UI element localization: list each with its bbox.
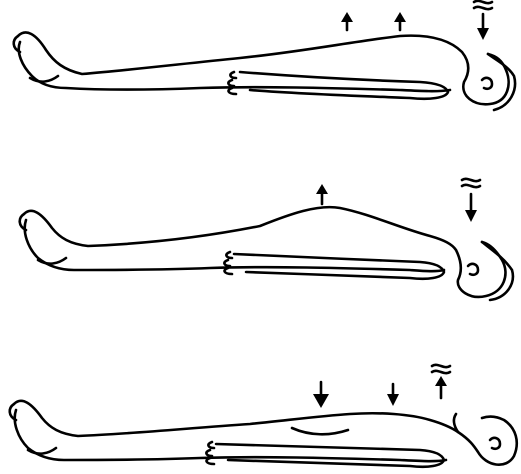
panel-3-arrows [313, 365, 450, 408]
panel-3-belly-dip [292, 428, 348, 434]
panel-1-ear [482, 78, 492, 89]
panel-2-body-outline [24, 207, 505, 297]
panel-3-figure [10, 401, 517, 467]
arrow-up-icon [316, 184, 328, 204]
panel-2-ear [468, 264, 478, 275]
arrow-up-icon [435, 376, 447, 398]
arrow-down-icon [313, 382, 329, 408]
panel-1-hand [228, 72, 236, 94]
panel-3-hand [206, 442, 214, 464]
breath-wave-icon [432, 365, 450, 373]
arrow-down-icon [387, 384, 399, 406]
panel-3-arm [216, 444, 444, 467]
panel-2-arrows [316, 179, 480, 222]
panel-1-arm [240, 72, 448, 99]
panel-1-body-outline [18, 32, 509, 104]
panel-1-figure [14, 32, 515, 110]
arrow-down-icon [477, 14, 489, 40]
breath-wave-icon [462, 179, 480, 187]
breath-wave-icon [474, 1, 492, 9]
panel-3-ear [490, 438, 500, 449]
panel-1-arrows [341, 1, 492, 40]
arrow-up-icon [394, 12, 406, 30]
panel-2-hand [224, 252, 232, 274]
arrow-up-icon [341, 12, 353, 30]
panel-1-legs-lower [19, 42, 450, 91]
arrow-down-icon [465, 194, 477, 222]
panel-2-figure [20, 207, 513, 300]
